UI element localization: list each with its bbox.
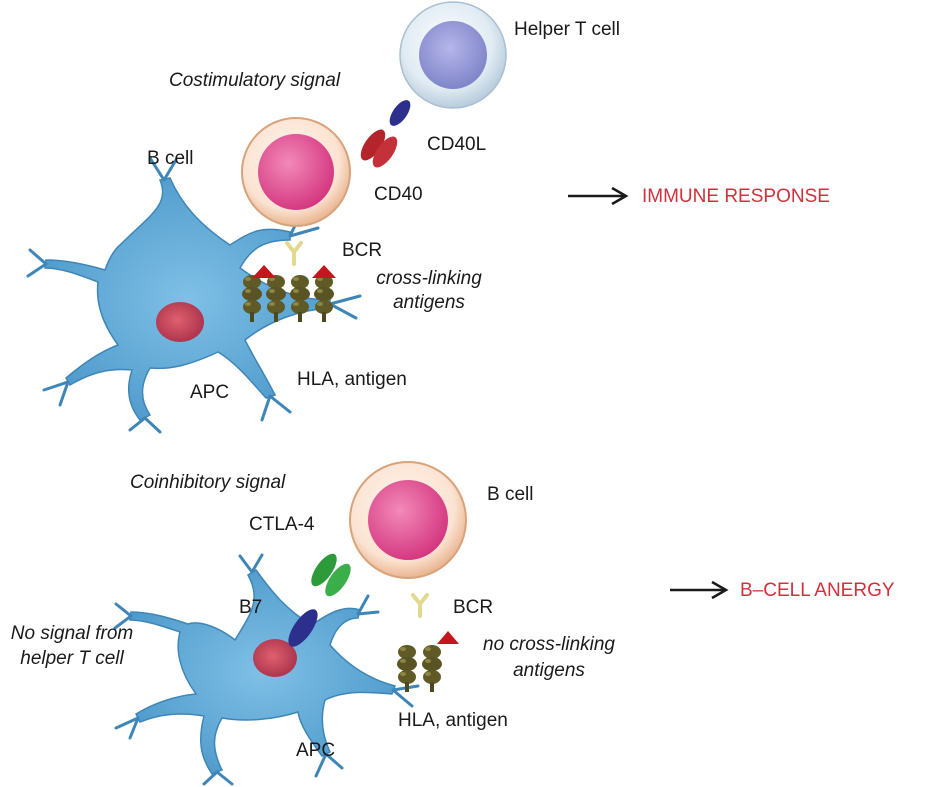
no-signal-label-line1: No signal from: [10, 623, 134, 644]
b-cell-bottom: [349, 461, 467, 579]
b-cell-anergy-label: B–CELL ANERGY: [740, 580, 895, 601]
outcome-arrow-bottom: [670, 580, 729, 600]
bottom-panel: [113, 461, 729, 786]
bcr-top: [285, 241, 303, 266]
b-cell-label-bottom: B cell: [487, 484, 534, 505]
no-crosslink-label-line1: no cross-linking: [483, 634, 615, 655]
apc-label-top: APC: [190, 382, 230, 403]
immune-response-label: IMMUNE RESPONSE: [642, 186, 830, 207]
apc-bottom: [113, 553, 420, 786]
apc-top: [26, 156, 362, 434]
cd40l-label: CD40L: [427, 134, 487, 155]
bcr-label-top: BCR: [342, 240, 383, 261]
helper-t-cell: [399, 1, 507, 109]
helper-t-cell-label: Helper T cell: [514, 19, 620, 40]
cd40l-ligand: [389, 100, 411, 126]
costimulatory-signal-label: Costimulatory signal: [169, 70, 341, 91]
b7-ligand: [288, 609, 318, 647]
b-cell-label-top: B cell: [147, 148, 194, 169]
bcr-label-bottom: BCR: [453, 597, 494, 618]
crosslink-label-line2: antigens: [393, 292, 465, 313]
coinhibitory-signal-label: Coinhibitory signal: [130, 472, 286, 493]
apc-label-bottom: APC: [296, 740, 336, 761]
antigen-bottom: [437, 631, 459, 644]
hla-antigen-label-top: HLA, antigen: [297, 369, 407, 390]
cd40-label: CD40: [374, 184, 423, 205]
b7-label: B7: [239, 597, 263, 618]
b-cell-top: [241, 117, 351, 227]
no-signal-label-line2: helper T cell: [20, 648, 124, 669]
antigens-top: [252, 265, 336, 278]
crosslink-label-line1: cross-linking: [376, 268, 482, 289]
ctla4-receptor: [311, 553, 351, 597]
hla-molecules-bottom: [397, 645, 442, 692]
outcome-arrow-top: [568, 186, 629, 206]
hla-antigen-label-bottom: HLA, antigen: [398, 710, 508, 731]
cd40-receptor: [360, 129, 398, 168]
top-panel: [26, 1, 629, 434]
no-crosslink-label-line2: antigens: [513, 660, 585, 681]
ctla4-label: CTLA-4: [249, 514, 315, 535]
bcr-bottom: [411, 593, 429, 618]
